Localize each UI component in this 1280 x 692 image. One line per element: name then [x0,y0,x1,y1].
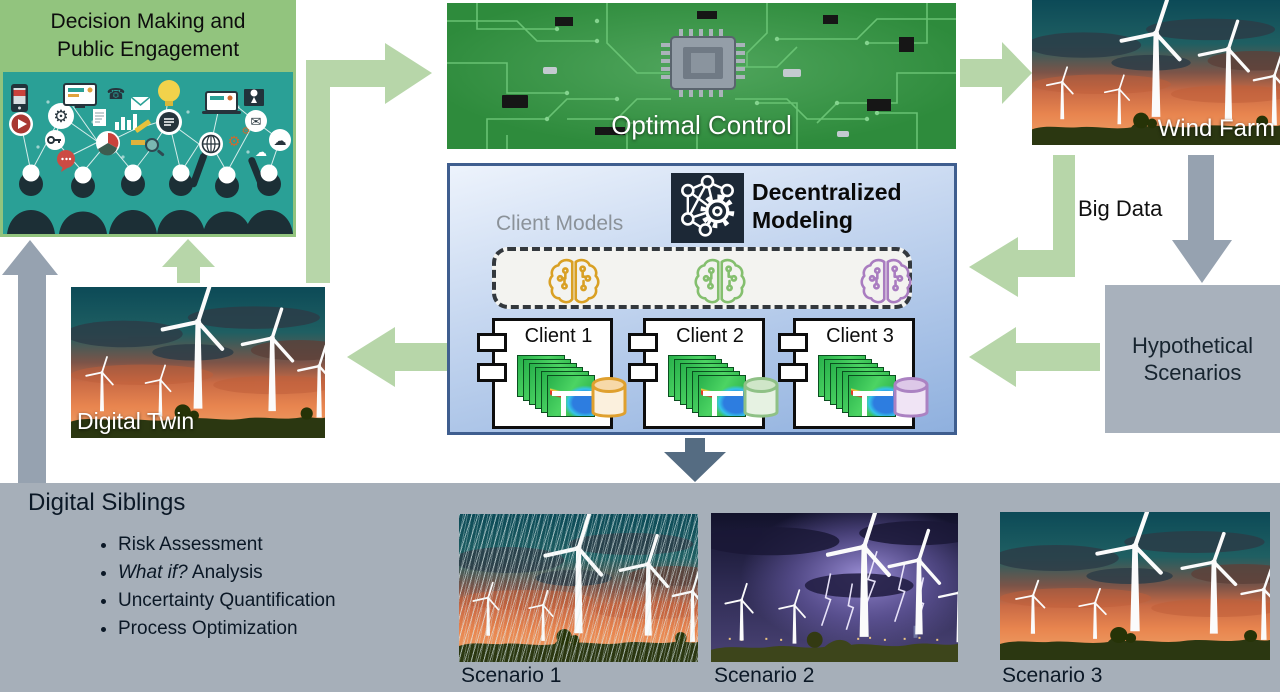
cloud-circle-icon: ☁ [269,129,291,151]
gear-orange-icon: ⚙ [228,133,241,149]
decentralized-modeling-icon [671,173,744,243]
decision-title-line1: Decision Making and [50,10,246,33]
scenario-2-label: Scenario 2 [714,664,815,687]
list-item: What if? Analysis [118,559,336,586]
component-tab [477,363,507,382]
bar-chart-icon [115,114,137,130]
arrow-modeling-to-siblings [664,438,726,482]
scenario-1-image [459,514,698,662]
scenario-3-photo [1000,512,1270,660]
arrow-windfarm-to-hypothetical [1172,155,1232,283]
scenario-1-photo [459,514,698,662]
hypothetical-line1: Hypothetical [1131,333,1254,358]
cloud-icon: ☁ [255,145,267,159]
wind-farm-image: Wind Farm [1032,0,1280,145]
client-1-data-stack [517,355,599,421]
client-2-database-icon [741,376,781,422]
wind-farm-label: Wind Farm [1157,115,1275,142]
svg-text:✉: ✉ [251,114,262,129]
component-tab [778,363,808,382]
big-data-label: Big Data [1078,196,1163,221]
circuit-board-art [447,3,956,149]
client-1-database-icon [589,376,629,422]
scenario-3-image [1000,512,1270,660]
lightbulb-icon [158,80,180,106]
play-icon [9,112,33,136]
pie-chart-icon [96,131,120,156]
hypothetical-scenarios-box: Hypothetical Scenarios [1105,285,1280,433]
component-tab [628,363,658,382]
arrow-modeling-to-digitaltwin [347,327,447,387]
component-tab [477,333,507,352]
component-tab [778,333,808,352]
decentralized-modeling-box: Decentralized Modeling Client Models Cli… [447,163,957,435]
envelope-icon [130,96,151,110]
laptop-icon [202,91,241,114]
client-1-box: Client 1 [477,318,613,429]
client-3-data-stack [818,355,900,421]
client-1-label: Client 1 [524,325,593,347]
decision-title-line2: Public Engagement [56,38,240,61]
arrow-windfarm-to-modeling [969,155,1075,297]
svg-text:☁: ☁ [274,133,287,148]
optimal-control-label: Optimal Control [611,110,792,140]
client-3-label: Client 3 [826,325,894,347]
client2-model-brain-icon [694,257,746,305]
phone-icon [11,84,28,112]
public-engagement-illustration: ⚙ [3,72,293,234]
gear-small-icon: ⚙ [242,126,251,137]
client1-model-brain-icon [548,257,600,305]
chat-icon [156,109,182,135]
digital-siblings-title: Digital Siblings [28,489,186,516]
optimal-control-image: Optimal Control [447,3,956,149]
mail-circle-icon: ✉ [245,110,267,132]
digital-siblings-list: Risk Assessment What if? Analysis Uncert… [98,531,336,643]
svg-text:⚙: ⚙ [53,107,68,126]
dm-title-line1: Decentralized [752,179,902,205]
marker-icon [131,140,145,145]
scenario-2-image [711,513,958,662]
client-2-box: Client 2 [628,318,765,429]
arrow-digitaltwin-to-optimal [306,43,432,283]
list-item: Risk Assessment [118,531,336,558]
decision-making-block: Decision Making and Public Engagement [0,0,296,237]
scenario-1-label: Scenario 1 [461,664,562,687]
pencil-icon [134,119,151,133]
digital-twin-image: Digital Twin [71,287,325,438]
scenario-3-label: Scenario 3 [1002,664,1103,687]
component-tab [628,333,658,352]
list-item: Process Optimization [118,615,336,642]
dm-title-line2: Modeling [752,207,853,233]
decentralized-modeling-title: Decentralized Modeling [752,178,902,234]
client-3-database-icon [891,376,931,422]
digital-twin-label: Digital Twin [77,408,195,434]
hypothetical-line2: Scenarios [1143,360,1242,385]
client-3-box: Client 3 [778,318,915,429]
cpu-chip-icon [661,29,745,97]
decision-title: Decision Making and Public Engagement [0,8,296,64]
key-icon [45,130,65,150]
arrow-siblings-to-decision [2,240,58,483]
scenario-2-photo [711,513,958,662]
document-icon [93,109,106,126]
magnifier-icon [145,138,165,157]
speech-bubble-icon [57,150,75,172]
gear-icon: ⚙ [48,103,74,129]
list-item: Uncertainty Quantification [118,587,336,614]
monitor-icon [63,83,97,108]
client-models-label: Client Models [496,212,624,235]
client-models-container [492,247,912,309]
person-badge-icon [244,89,264,106]
client-2-label: Client 2 [676,325,744,347]
arrow-digitaltwin-to-decision [162,239,215,283]
client-2-data-stack [668,355,750,421]
arrow-optimal-to-windfarm [960,42,1032,104]
arrow-hypothetical-to-modeling [969,327,1100,387]
client3-model-brain-icon [860,257,912,305]
globe-icon [199,132,223,156]
handset-icon: ☎ [107,86,126,103]
